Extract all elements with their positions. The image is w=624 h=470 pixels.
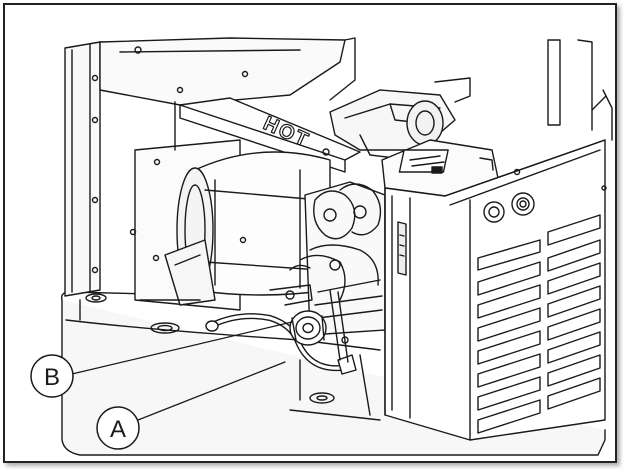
oil-filter xyxy=(289,310,327,346)
callout-b: B xyxy=(30,354,74,398)
leader-line-b xyxy=(71,321,293,375)
rear-post xyxy=(547,39,613,141)
callout-a-label: A xyxy=(110,416,126,443)
alternator-bracket xyxy=(139,239,216,306)
callout-b-label: B xyxy=(44,364,60,391)
rear-top-panel xyxy=(99,37,356,106)
hot-heat-shield xyxy=(179,97,361,173)
cooling-louvers xyxy=(477,214,601,434)
left-enclosure-wall xyxy=(64,41,179,297)
fuel-line-bracket xyxy=(269,284,349,363)
callout-a: A xyxy=(96,406,140,450)
muffler-assembly xyxy=(329,77,471,159)
oil-drain-hose xyxy=(205,313,357,375)
callout-leaders xyxy=(71,321,293,421)
leader-line-a xyxy=(137,361,286,421)
